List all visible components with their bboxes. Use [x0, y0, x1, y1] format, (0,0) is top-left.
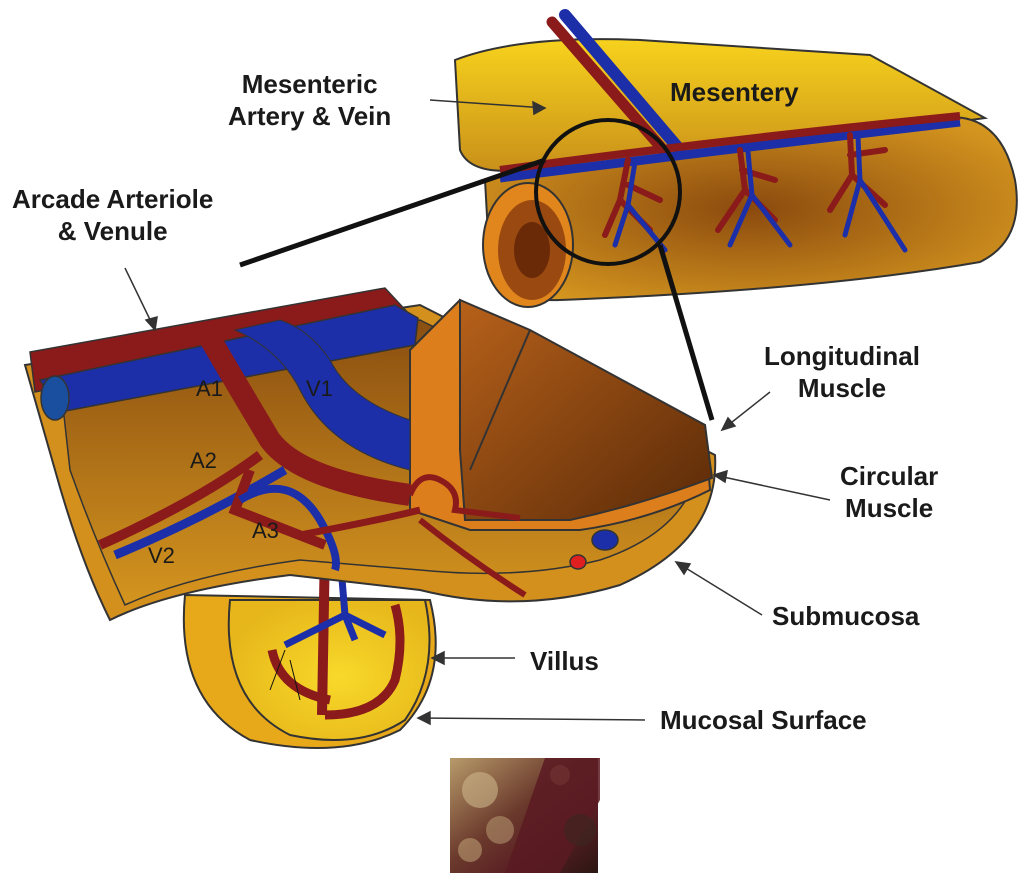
inset-micrograph — [450, 758, 600, 873]
label-villus: Villus — [530, 645, 599, 677]
vessel-label-v2: V2 — [148, 543, 175, 568]
vessel-label-a2: A2 — [190, 448, 217, 473]
label-mucosal-surface: Mucosal Surface — [660, 704, 867, 736]
longitudinal-muscle-layer — [460, 300, 712, 520]
label-mesenteric-artery-vein: Mesenteric Artery & Vein — [228, 68, 391, 132]
label-submucosa: Submucosa — [772, 600, 919, 632]
vessel-label-a1: A1 — [196, 376, 223, 401]
label-circular-muscle: Circular Muscle — [840, 460, 938, 524]
vessel-label-a3: A3 — [252, 518, 279, 543]
vessel-label-v1: V1 — [306, 376, 333, 401]
label-mesentery: Mesentery — [670, 76, 799, 108]
label-longitudinal-muscle: Longitudinal Muscle — [764, 340, 920, 404]
label-arcade-arteriole-venule: Arcade Arteriole & Venule — [12, 183, 213, 247]
tissue-block — [25, 288, 715, 620]
